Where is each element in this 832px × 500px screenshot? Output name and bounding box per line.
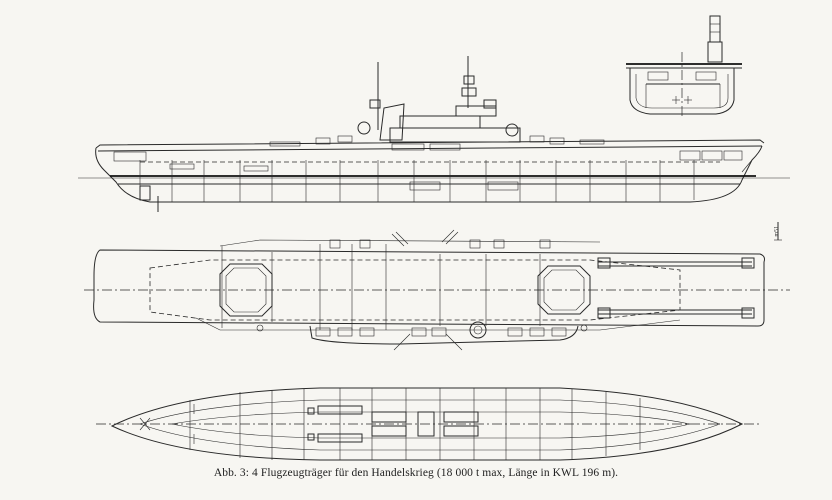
scale-bar [774,222,782,241]
hull-lines-view [96,387,760,461]
side-profile-view [78,56,790,212]
caption-prefix: Abb. 3: [213,467,250,479]
scale-label: m51 [774,226,780,237]
flight-deck-plan-view [84,229,790,351]
figure-caption: Abb. 3: 4 Flugzeugträger für den Handels… [0,467,832,479]
caption-text: 4 Flugzeugträger für den Handelskrieg (1… [252,467,619,479]
midship-section-view [626,15,742,118]
